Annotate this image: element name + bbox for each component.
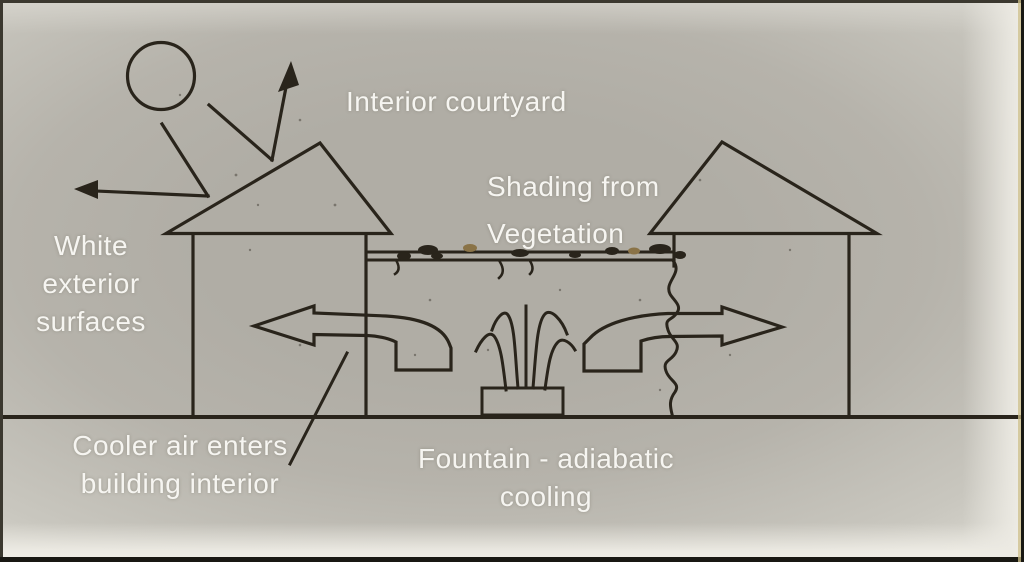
fountain-jet bbox=[474, 332, 508, 392]
label-text-line: White bbox=[53, 230, 129, 261]
label-text: Interior courtyard bbox=[346, 86, 567, 117]
label-text-line: surfaces bbox=[36, 306, 146, 337]
vegetation-tendril bbox=[497, 260, 504, 280]
reflected-ray-left bbox=[94, 189, 210, 198]
frame-edge-left bbox=[0, 0, 3, 562]
label-text-line: Fountain - adiabatic bbox=[418, 443, 674, 474]
frame-edge-right-gold bbox=[1018, 0, 1021, 562]
vegetation-foliage bbox=[397, 244, 686, 260]
arrowhead-left-icon bbox=[74, 180, 98, 199]
label-text-line: Cooler air enters bbox=[72, 430, 288, 461]
label-leader-line bbox=[287, 350, 350, 467]
reflected-ray-up bbox=[270, 80, 289, 162]
hanging-vine bbox=[663, 259, 681, 416]
sun-ray-incident-roof bbox=[206, 102, 275, 163]
arrowhead-up-icon bbox=[278, 61, 299, 92]
label-text-line: cooling bbox=[499, 481, 593, 512]
fountain-basin bbox=[480, 386, 565, 417]
right-building-roof bbox=[646, 139, 883, 236]
airflow-arrow-left bbox=[248, 303, 453, 372]
frame-edge-bottom bbox=[0, 557, 1024, 562]
label-interior-courtyard: Interior courtyard bbox=[346, 86, 567, 118]
label-white-exterior-surfaces: White exterior surfaces bbox=[16, 227, 166, 341]
label-text-line: Vegetation bbox=[487, 218, 625, 249]
vegetation-tendril bbox=[393, 260, 400, 276]
sun-ray-incident-left bbox=[159, 121, 211, 199]
ink-speckles bbox=[178, 93, 792, 392]
left-building-roof bbox=[160, 140, 395, 236]
vegetation-foliage-accent bbox=[463, 244, 640, 255]
label-fountain-adiabatic-cooling: Fountain - adiabatic cooling bbox=[390, 440, 702, 516]
arrowheads bbox=[74, 61, 299, 199]
label-shading-from-vegetation: Shading from Vegetation bbox=[487, 163, 660, 257]
fountain-jet bbox=[531, 311, 569, 390]
vegetation-tendril bbox=[528, 259, 534, 276]
fountain-jet bbox=[543, 338, 578, 391]
label-text-line: building interior bbox=[80, 468, 280, 499]
airflow-arrow-right bbox=[582, 304, 788, 373]
label-text-line: exterior bbox=[42, 268, 140, 299]
label-text-line: Shading from bbox=[487, 171, 660, 202]
frame-edge-right bbox=[1021, 0, 1024, 562]
sun-icon bbox=[125, 40, 197, 112]
frame-edge-top bbox=[0, 0, 1024, 3]
fountain-jet bbox=[490, 311, 520, 390]
label-cooler-air-enters: Cooler air enters building interior bbox=[38, 427, 322, 503]
